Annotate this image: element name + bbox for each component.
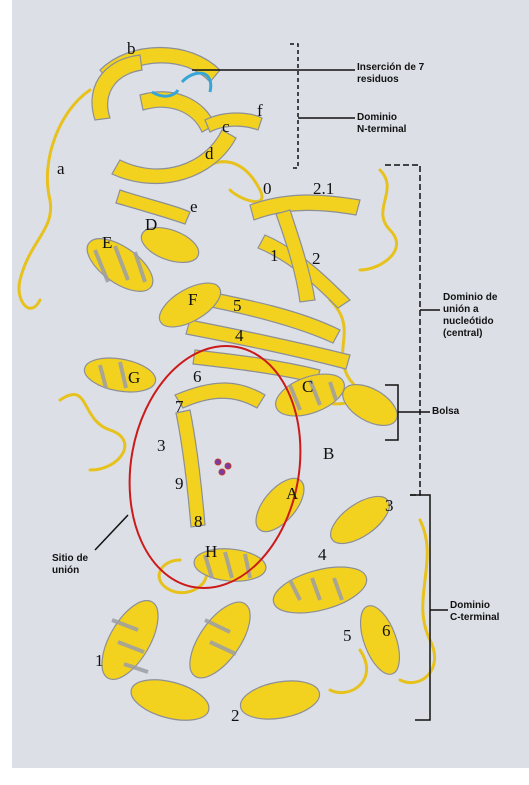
strand-label-3: 3 — [157, 437, 166, 454]
strand-label-6: 6 — [193, 368, 202, 385]
c-helix-label-1: 1 — [95, 652, 104, 669]
strand-label-8: 8 — [194, 513, 203, 530]
strand-label-4: 4 — [235, 327, 244, 344]
strand-label-9: 9 — [175, 475, 184, 492]
ligand — [215, 459, 231, 475]
helix-label-G: G — [128, 369, 140, 386]
strand-label-f: f — [257, 102, 263, 119]
strand-label-e: e — [190, 198, 198, 215]
strand-label-7: 7 — [175, 398, 184, 415]
annotation-c-domain: Dominio C-terminal — [450, 600, 499, 624]
c-helix-label-2: 2 — [231, 707, 240, 724]
c-helix-label-5: 5 — [343, 627, 352, 644]
strand-label-0: 0 — [263, 180, 272, 197]
helix-label-B: B — [323, 445, 334, 462]
helix-label-C: C — [302, 378, 313, 395]
strand-label-a: a — [57, 160, 65, 177]
strand-label-b: b — [127, 40, 136, 57]
strand-label-2-1: 2.1 — [313, 180, 334, 197]
helix-label-A: A — [286, 485, 298, 502]
c-helix-label-4: 4 — [318, 546, 327, 563]
c-helix-label-3: 3 — [385, 497, 394, 514]
helix-label-H: H — [205, 543, 217, 560]
annotation-central-domain: Dominio de unión a nucleótido (central) — [443, 292, 497, 340]
c-terminal-helices — [91, 487, 408, 727]
helix-label-D: D — [145, 216, 157, 233]
strand-label-1: 1 — [270, 247, 279, 264]
c-helix-label-6: 6 — [382, 622, 391, 639]
strand-label-2: 2 — [312, 250, 321, 267]
central-beta-sheet — [175, 195, 360, 527]
annotation-insertion: Inserción de 7 residuos — [357, 62, 424, 86]
strand-label-d: d — [205, 145, 214, 162]
annotation-binding-site: Sitio de unión — [52, 553, 88, 577]
strand-label-5: 5 — [233, 297, 242, 314]
helix-label-F: F — [188, 291, 197, 308]
annotation-n-domain: Dominio N-terminal — [357, 112, 406, 136]
n-terminal-barrel — [92, 48, 262, 225]
annotation-pocket: Bolsa — [432, 406, 459, 418]
helix-label-E: E — [102, 234, 112, 251]
strand-label-c: c — [222, 118, 230, 135]
